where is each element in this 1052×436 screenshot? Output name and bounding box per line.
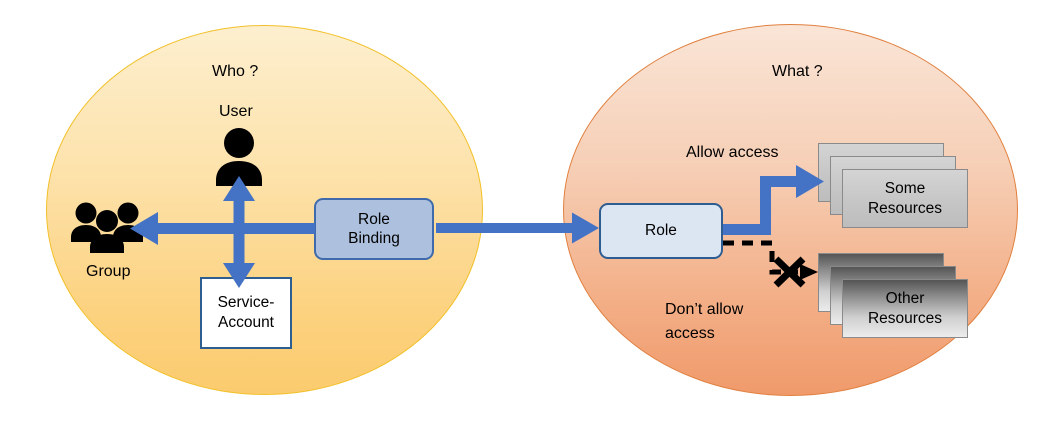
resource-card-front: Other Resources <box>842 279 968 338</box>
group-label: Group <box>86 263 131 280</box>
who-title: Who ? <box>212 63 259 80</box>
service-account-box[interactable]: Service- Account <box>200 277 292 349</box>
role-box[interactable]: Role <box>599 203 723 259</box>
resource-card-front: Some Resources <box>842 169 968 228</box>
role-binding-label: Role Binding <box>348 211 400 247</box>
some-resources-stack[interactable]: Some Resources <box>818 143 968 228</box>
user-label: User <box>219 103 253 120</box>
people-group-icon <box>70 202 144 254</box>
some-resources-label: Some Resources <box>867 179 943 217</box>
role-binding-box[interactable]: Role Binding <box>314 198 434 260</box>
allow-access-label: Allow access <box>686 144 779 161</box>
role-label: Role <box>645 222 677 239</box>
deny-access-label: Don’t allow access <box>665 301 744 342</box>
service-account-label: Service- Account <box>217 294 275 331</box>
what-title: What ? <box>772 63 823 80</box>
other-resources-stack[interactable]: Other Resources <box>818 253 968 338</box>
person-icon <box>211 128 267 186</box>
other-resources-label: Other Resources <box>867 289 943 327</box>
